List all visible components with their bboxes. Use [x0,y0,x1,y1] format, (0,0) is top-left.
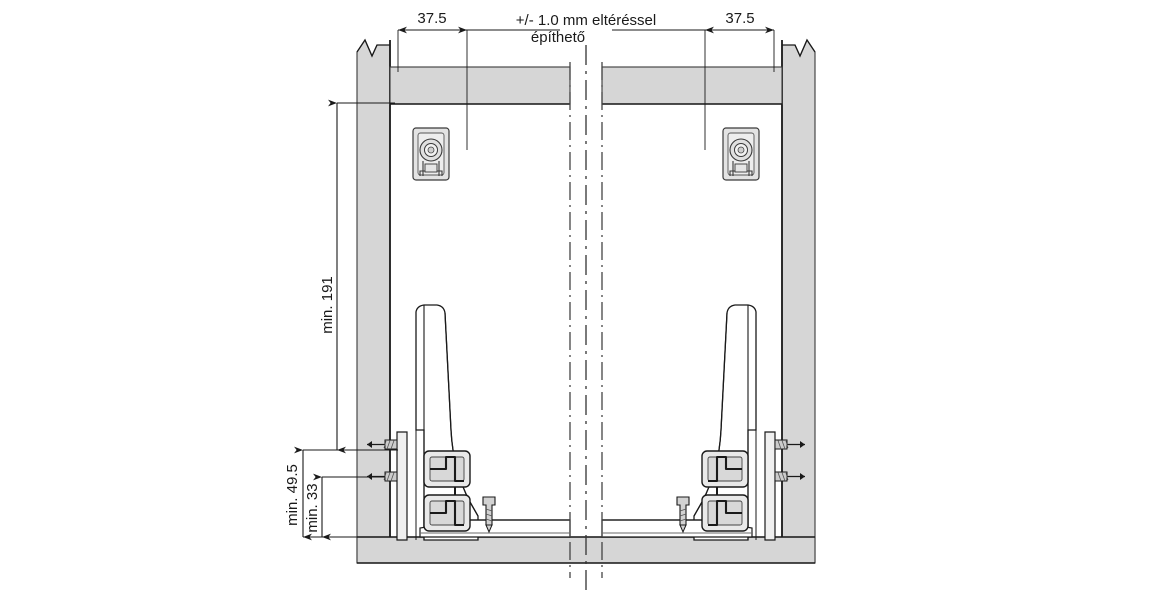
screw-horizontal-upper-right [774,439,805,450]
break-line-left [356,38,390,58]
tolerance-note-line2: építhető [531,29,585,46]
screw-vertical-left [482,496,496,534]
runner-bracket-lower-left [423,494,471,532]
screw-vertical-right [676,496,690,534]
dimension-label-min-49-5: min. 49.5 [284,464,301,526]
tolerance-note-line1: +/- 1.0 mm eltéréssel [516,12,656,29]
tolerance-note: +/- 1.0 mm eltéréssel építhető [516,12,656,46]
cam-fitting-right [722,127,760,181]
runner-rail-left [396,431,408,541]
dimension-min-191: min. 191 [319,99,398,454]
cabinet-side-panel-right [781,38,816,564]
runner-rail-right [764,431,776,541]
dimension-label-min-191: min. 191 [319,276,336,334]
rear-rail [389,66,783,105]
dimension-label-top-right: 37.5 [725,10,754,27]
runner-bracket-upper-left [423,450,471,488]
dimension-top-left: 37.5 [397,10,560,150]
dimension-top-right: 37.5 [612,10,775,150]
break-line-right [782,38,816,58]
runner-bracket-upper-right [701,450,749,488]
screw-horizontal-lower-right [774,471,805,482]
cam-fitting-left [412,127,450,181]
dimension-label-min-33: min. 33 [304,483,321,532]
dimension-min-33: min. 33 [304,473,385,541]
screw-horizontal-upper-left [367,439,398,450]
dimension-label-top-left: 37.5 [417,10,446,27]
runner-bracket-lower-right [701,494,749,532]
cabinet-structure [356,38,816,564]
cabinet-side-panel-left [356,38,391,564]
